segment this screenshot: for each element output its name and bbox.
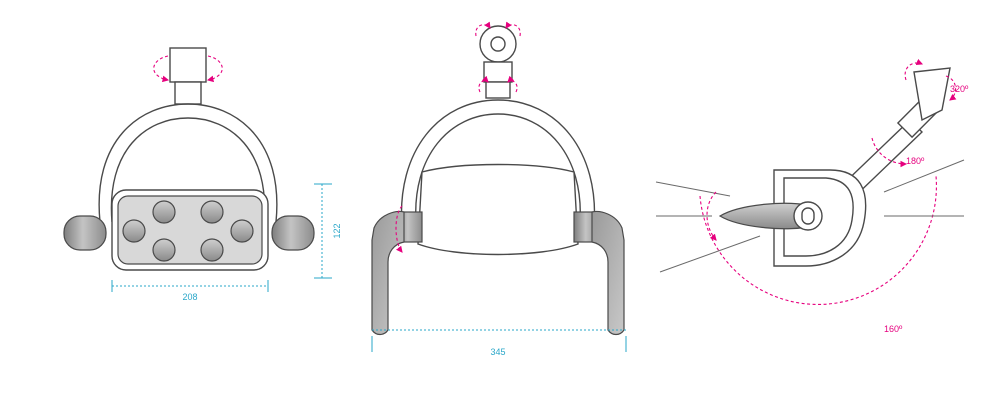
rear-rotate-arrow-left [478, 75, 489, 93]
side-tilt-arc [699, 175, 937, 305]
rear-yoke-inner [415, 113, 581, 223]
led-5 [152, 238, 176, 262]
rear-width-label: 345 [490, 347, 505, 357]
rear-mount-neck [485, 81, 511, 99]
side-arm-rotation-label: 320º [950, 84, 969, 94]
front-mount-post [169, 47, 207, 83]
front-mount-neck [174, 81, 202, 105]
rear-view: 345 [371, 21, 627, 357]
front-yoke-inner [110, 117, 266, 223]
led-4 [230, 219, 254, 243]
front-view: 208 122 [63, 47, 342, 302]
front-led-array [122, 200, 254, 262]
front-yoke-outer [98, 103, 278, 223]
led-1 [152, 200, 176, 224]
side-joint-rotation-arrow [871, 137, 908, 168]
side-arm-top-mount [913, 67, 951, 122]
rear-tilt-arrow-left [475, 21, 491, 37]
rear-tilt-arrow-right [505, 21, 521, 37]
side-joint-rotation-label: 180º [906, 156, 925, 166]
rear-handle-left [371, 210, 405, 336]
led-2 [200, 200, 224, 224]
rear-pivot-hole [490, 36, 506, 52]
front-width-label: 208 [182, 292, 197, 302]
front-knob-left [63, 215, 107, 251]
side-ref-upper-left [655, 181, 731, 197]
rear-lamp-body [417, 163, 579, 256]
rear-yoke-outer [400, 99, 596, 229]
side-pivot-slot [801, 207, 815, 225]
rear-mount-post [483, 61, 513, 83]
front-rotation-arrow-left [153, 55, 170, 83]
rear-handle-rotation-arrow [395, 205, 403, 253]
led-3 [122, 219, 146, 243]
rear-rotate-arrow-right [507, 75, 518, 93]
side-ref-upper-right [883, 159, 965, 193]
front-knob-right [271, 215, 315, 251]
side-head-tilt-label: 160º [884, 324, 903, 334]
side-top-rotation-arrow [904, 58, 924, 81]
front-rotation-arrow-right [206, 55, 223, 83]
rear-handle-right [591, 210, 625, 336]
side-top-rotation-arrow-2 [945, 75, 957, 101]
side-ref-lower-left [659, 235, 761, 273]
led-6 [200, 238, 224, 262]
side-view: 160º 320º 180º [655, 58, 969, 334]
front-height-label: 122 [332, 223, 342, 238]
